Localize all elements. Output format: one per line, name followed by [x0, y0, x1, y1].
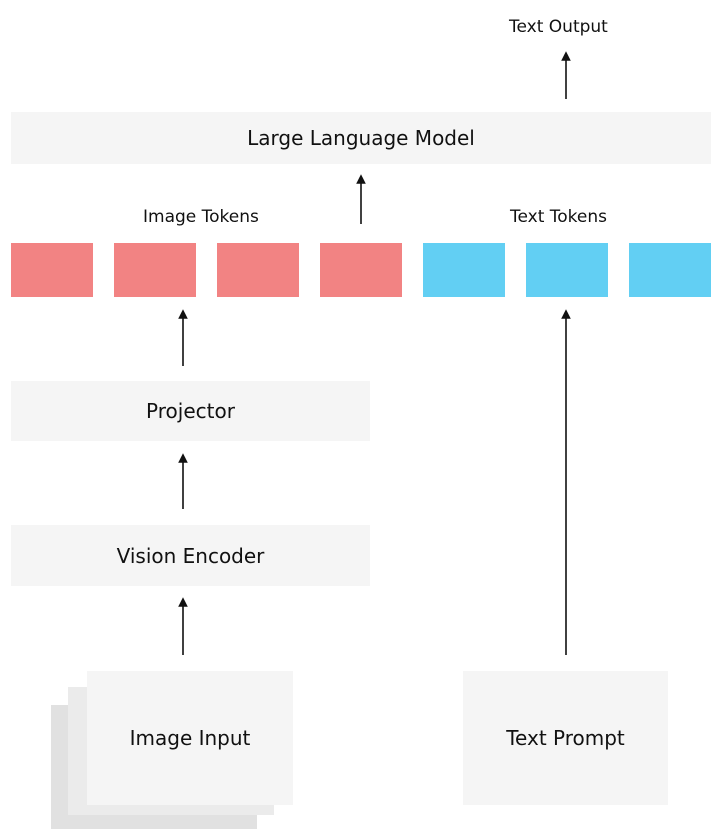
text-token: [526, 243, 608, 297]
text-output-label: Text Output: [509, 17, 608, 37]
text-prompt-box: Text Prompt: [463, 671, 668, 805]
llm-label: Large Language Model: [247, 126, 475, 150]
image-token: [320, 243, 402, 297]
llm-box: Large Language Model: [11, 112, 711, 164]
image-token: [11, 243, 93, 297]
text-token: [629, 243, 711, 297]
image-token: [217, 243, 299, 297]
text-prompt-label: Text Prompt: [506, 726, 625, 750]
vision-encoder-label: Vision Encoder: [116, 543, 265, 568]
image-token: [114, 243, 196, 297]
projector-box: Projector: [11, 381, 370, 441]
projector-label: Projector: [146, 399, 235, 423]
text-token: [423, 243, 505, 297]
image-input-label: Image Input: [129, 726, 251, 750]
image-input-box: Image Input: [87, 671, 293, 805]
text-tokens-label: Text Tokens: [510, 207, 608, 227]
image-tokens-label: Image Tokens: [143, 207, 259, 227]
vision-encoder-box: Vision Encoder: [11, 525, 370, 586]
